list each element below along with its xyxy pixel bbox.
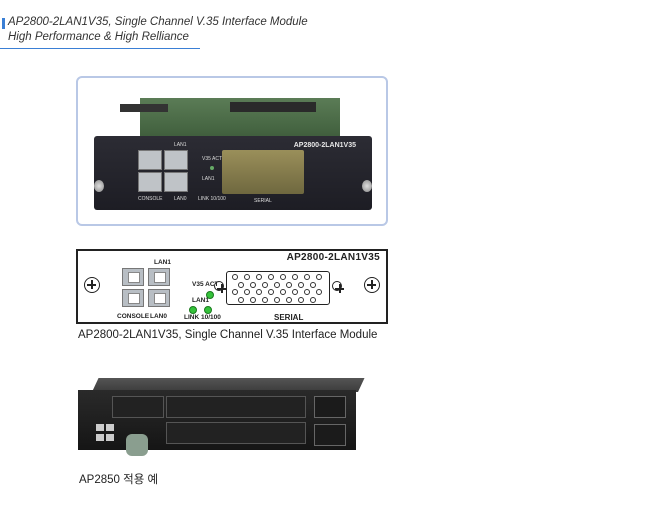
photo-link-label: LINK 10/100 bbox=[198, 196, 226, 202]
connector-pin bbox=[262, 281, 268, 288]
connector-pin bbox=[268, 289, 274, 295]
connector-pin bbox=[310, 281, 316, 288]
diagram-lan0-label: LAN0 bbox=[150, 313, 167, 320]
diagram-link-label: LINK 10/100 bbox=[184, 314, 221, 321]
speed-led-icon bbox=[204, 306, 212, 314]
v35-serial-connector-icon bbox=[222, 150, 304, 194]
connector-pin bbox=[238, 281, 244, 288]
rj45-port-icon bbox=[164, 150, 188, 170]
rj45-port-icon bbox=[138, 150, 162, 170]
module-caption: AP2800-2LAN1V35, Single Channel V.35 Int… bbox=[78, 329, 378, 341]
connector-pin bbox=[250, 296, 256, 303]
chassis-caption: AP2850 적용 예 bbox=[79, 474, 159, 486]
module-faceplate: AP2800-2LAN1V35 LAN1 CONSOLE LAN0 V35 AC… bbox=[94, 136, 372, 210]
left-screw-icon bbox=[94, 180, 104, 192]
rj45-port-icon bbox=[122, 268, 144, 286]
connector-pin bbox=[280, 274, 286, 280]
connector-pin bbox=[250, 281, 256, 288]
rj45-port-icon bbox=[106, 424, 114, 431]
module-slot bbox=[112, 396, 164, 418]
connector-pin bbox=[256, 274, 262, 280]
chassis-front-panel bbox=[78, 390, 356, 450]
serial-cable-icon bbox=[126, 434, 148, 456]
header-divider bbox=[0, 48, 200, 49]
power-supply-icon bbox=[314, 396, 346, 418]
connector-pin bbox=[280, 289, 286, 295]
module-slot bbox=[166, 396, 306, 418]
faceplate-model-label: AP2800-2LAN1V35 bbox=[293, 142, 356, 149]
rj45-port-icon bbox=[148, 289, 170, 307]
connector-pin bbox=[292, 289, 298, 295]
connector-pin bbox=[232, 274, 238, 280]
connector-pin bbox=[304, 289, 310, 295]
connector-pin bbox=[316, 274, 322, 280]
connector-screw-icon bbox=[214, 281, 226, 293]
module-slot bbox=[166, 422, 306, 444]
connector-pin bbox=[244, 289, 250, 295]
rj45-port-icon bbox=[96, 434, 104, 441]
diagram-serial-label: SERIAL bbox=[274, 313, 304, 322]
connector-pin bbox=[232, 289, 238, 295]
rj45-port-icon bbox=[122, 289, 144, 307]
led-icon bbox=[210, 166, 214, 170]
chassis-photo bbox=[76, 378, 365, 456]
rj45-port-icon bbox=[164, 172, 188, 192]
connector-pin bbox=[310, 296, 316, 303]
photo-serial-label: SERIAL bbox=[254, 198, 272, 204]
right-screw-icon bbox=[364, 277, 380, 293]
left-screw-icon bbox=[84, 277, 100, 293]
connector-pin bbox=[298, 296, 304, 303]
connector-pin bbox=[238, 296, 244, 303]
page-subtitle: High Performance & High Relliance bbox=[8, 31, 189, 43]
rj45-port-icon bbox=[148, 268, 170, 286]
diagram-v35act-label: V35 ACT bbox=[192, 281, 219, 288]
connector-pin bbox=[262, 296, 268, 303]
power-supply-icon bbox=[314, 424, 346, 446]
module-diagram: AP2800-2LAN1V35 LAN1 CONSOLE LAN0 V35 AC… bbox=[76, 249, 388, 324]
connector-pin bbox=[268, 274, 274, 280]
diagram-model-label: AP2800-2LAN1V35 bbox=[286, 252, 380, 263]
connector-pin bbox=[316, 289, 322, 295]
photo-console-label: CONSOLE bbox=[138, 196, 163, 202]
rj45-port-icon bbox=[138, 172, 162, 192]
connector-pin bbox=[292, 274, 298, 280]
right-screw-icon bbox=[362, 180, 372, 192]
connector-pin bbox=[286, 281, 292, 288]
v35-serial-connector-icon bbox=[226, 271, 330, 305]
connector-pin bbox=[244, 274, 250, 280]
v35-act-led-icon bbox=[206, 291, 214, 299]
diagram-lan1b-label: LAN1 bbox=[192, 297, 209, 304]
connector-pin bbox=[286, 296, 292, 303]
header-accent-bar bbox=[2, 18, 5, 29]
photo-lan1-label: LAN1 bbox=[174, 142, 187, 148]
photo-lan0-label: LAN0 bbox=[174, 196, 187, 202]
page-title: AP2800-2LAN1V35, Single Channel V.35 Int… bbox=[8, 16, 308, 28]
link-led-icon bbox=[189, 306, 197, 314]
rj45-port-icon bbox=[96, 424, 104, 431]
photo-lan1b-label: LAN1 bbox=[202, 176, 215, 182]
diagram-lan1-label: LAN1 bbox=[154, 259, 171, 266]
connector-pin bbox=[304, 274, 310, 280]
pcb-connector-left bbox=[120, 104, 168, 112]
connector-pin bbox=[256, 289, 262, 295]
rj45-port-icon bbox=[106, 434, 114, 441]
connector-pin bbox=[274, 296, 280, 303]
diagram-console-label: CONSOLE bbox=[117, 313, 150, 320]
connector-screw-icon bbox=[332, 281, 344, 293]
connector-pin bbox=[298, 281, 304, 288]
photo-v35act-label: V35 ACT bbox=[202, 156, 223, 162]
connector-pin bbox=[274, 281, 280, 288]
module-photo: AP2800-2LAN1V35 LAN1 CONSOLE LAN0 V35 AC… bbox=[76, 76, 388, 226]
pcb-connector-right bbox=[230, 102, 316, 112]
